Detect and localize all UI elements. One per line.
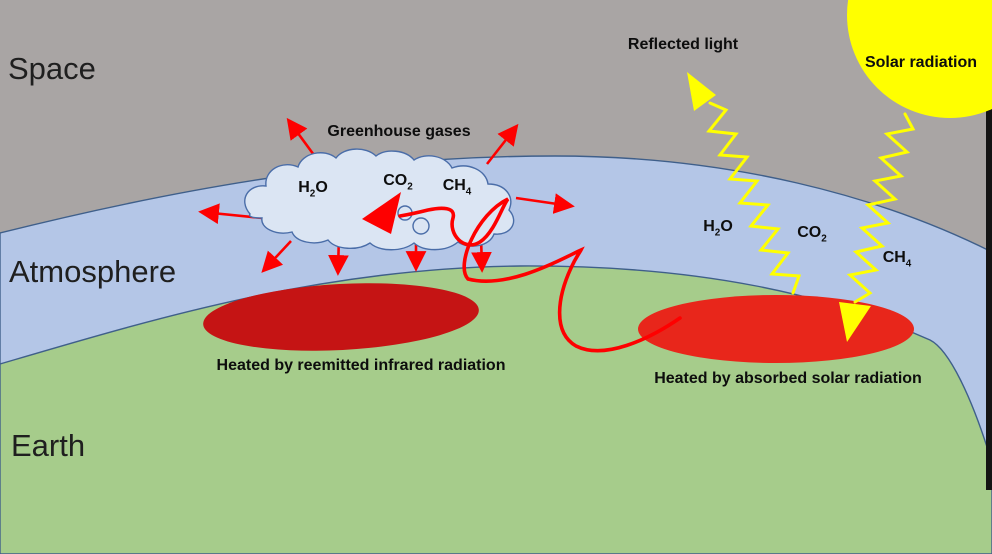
cloud-gas-h2o-label: H2O — [298, 179, 328, 200]
solar-ray-zigzag — [839, 112, 916, 342]
atmosphere-label: Atmosphere — [9, 254, 177, 289]
space-label: Space — [8, 51, 96, 86]
heated-spot-infrared — [203, 283, 479, 351]
infrared-arrow-up-right — [485, 123, 519, 165]
greenhouse-gases-label: Greenhouse gases — [327, 123, 471, 141]
reflected-light-label: Reflected light — [627, 36, 739, 54]
atmosphere-gas-co2-label: CO2 — [797, 224, 827, 245]
atmosphere-gas-h2o-label: H2O — [703, 218, 733, 239]
reflected-ray-zigzag — [687, 72, 802, 295]
greenhouse-gas-cloud — [244, 148, 515, 251]
earth-label: Earth — [11, 428, 86, 463]
right-edge-bar — [986, 0, 992, 490]
heated-infrared-label: Heated by reemitted infrared radiation — [216, 357, 506, 375]
infrared-wave-arrowhead — [362, 192, 401, 234]
infrared-arrow-down-left — [261, 240, 292, 273]
infrared-wave — [362, 192, 682, 353]
atmosphere-gas-ch4-label: CH4 — [882, 249, 912, 270]
infrared-arrow-right — [515, 193, 575, 214]
cloud-bubble-large — [412, 217, 430, 235]
heated-solar-label: Heated by absorbed solar radiation — [654, 370, 922, 388]
sun — [847, 0, 992, 118]
cloud-gas-ch4-label: CH4 — [442, 177, 472, 198]
cloud-gas-co2-label: CO2 — [383, 172, 413, 193]
heated-spot-solar — [638, 295, 914, 363]
solar-ray-arrowhead — [839, 302, 871, 342]
reflected-ray-arrowhead — [687, 72, 716, 111]
solar-radiation-label: Solar radiation — [864, 54, 978, 72]
